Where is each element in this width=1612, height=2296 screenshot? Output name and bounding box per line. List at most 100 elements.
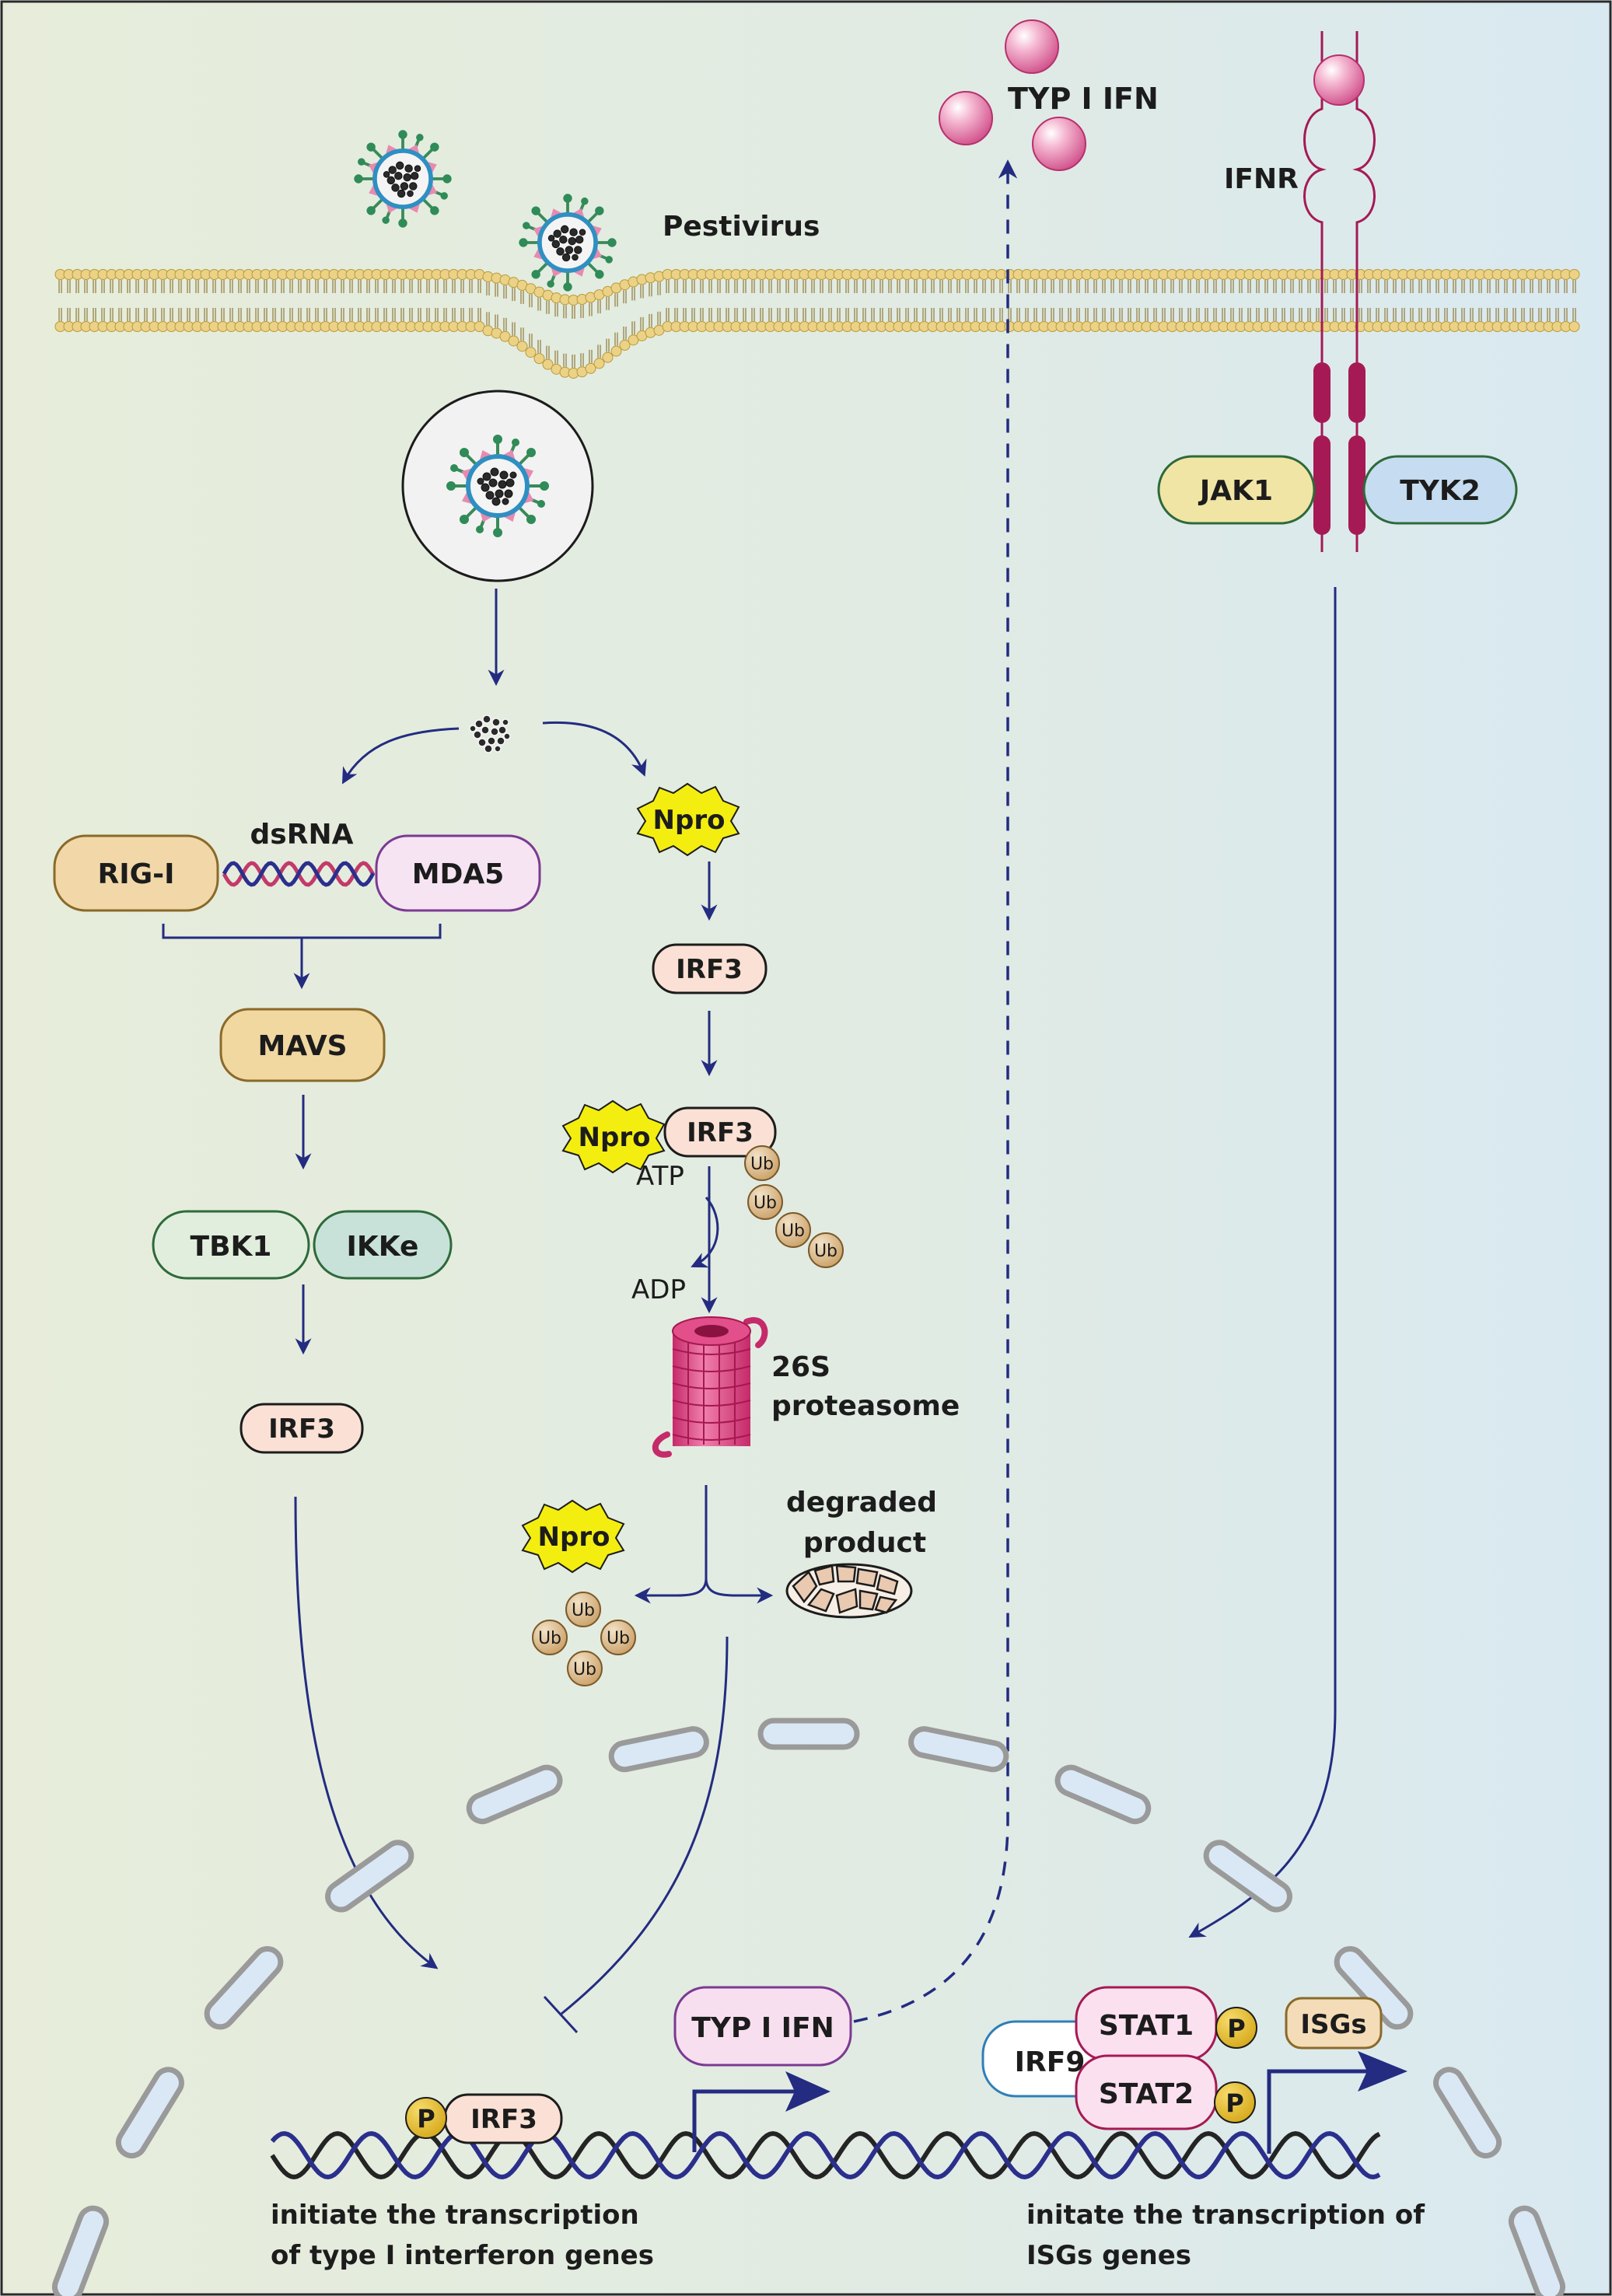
ubiquitin-label: Ub bbox=[750, 1155, 774, 1174]
npro-label-top: Npro bbox=[653, 805, 726, 836]
nuclear-pore bbox=[1054, 1764, 1152, 1825]
nuclear-pore bbox=[115, 2067, 184, 2159]
left-caption-line1: initiate the transcription bbox=[271, 2200, 639, 2231]
ikke-node bbox=[313, 1210, 453, 1280]
pestivirus-particle bbox=[354, 130, 451, 227]
proteasome-label-line2: proteasome bbox=[771, 1390, 960, 1422]
right-caption-line1: initate the transcription of bbox=[1026, 2200, 1425, 2231]
ubiquitin-icon: Ub bbox=[747, 1184, 783, 1220]
proteasome-label-line1: 26S bbox=[771, 1351, 830, 1383]
phosphate-badge bbox=[405, 2097, 447, 2139]
stat1-label: STAT1 bbox=[1099, 2010, 1194, 2042]
ifn-ball bbox=[1005, 19, 1059, 74]
npro-label-complex: Npro bbox=[579, 1122, 651, 1153]
ubiquitin-label: Ub bbox=[782, 1221, 805, 1241]
endosome-virus bbox=[446, 435, 549, 537]
typ-ifn-nuclear-node bbox=[673, 1986, 852, 2067]
right-caption-line2: ISGs genes bbox=[1026, 2240, 1191, 2271]
npro-badge-released: Npro bbox=[521, 1499, 625, 1574]
ubiquitin-icon: Ub bbox=[565, 1592, 601, 1627]
atp-to-adp-curve bbox=[691, 1197, 719, 1268]
inhibition-line bbox=[561, 1636, 729, 2015]
tyk2-node bbox=[1362, 455, 1518, 525]
dsrna-helix-icon bbox=[222, 861, 376, 887]
tbk1-node bbox=[152, 1210, 310, 1280]
npro-badge-top: Npro bbox=[636, 782, 740, 857]
ubiquitin-icon: Ub bbox=[775, 1212, 811, 1248]
nuclear-pore bbox=[466, 1764, 563, 1825]
arrow-rna-to-npro bbox=[542, 721, 647, 777]
stat2-node bbox=[1075, 2054, 1218, 2130]
ifnr-label: IFNR bbox=[1224, 163, 1299, 195]
degraded-product-icon bbox=[785, 1563, 913, 1619]
irf3-node-left bbox=[240, 1403, 364, 1454]
adp-label: ADP bbox=[631, 1274, 686, 1305]
ubiquitin-label: Ub bbox=[814, 1242, 837, 1261]
ifn-ball bbox=[939, 91, 993, 145]
irf3-label-middle: IRF3 bbox=[676, 954, 743, 985]
phosphate-badge-stat1 bbox=[1215, 2007, 1257, 2049]
jak1-label: JAK1 bbox=[1198, 475, 1273, 507]
tbk1-label: TBK1 bbox=[191, 1231, 272, 1263]
ubiquitin-icon: Ub bbox=[532, 1620, 568, 1655]
ubiquitin-icon: Ub bbox=[808, 1232, 844, 1268]
ifn-ball bbox=[1032, 117, 1086, 171]
pestivirus-particle-entering bbox=[519, 194, 616, 291]
phosphate-label-stat1: P bbox=[1227, 2014, 1245, 2043]
jak1-node bbox=[1157, 455, 1316, 525]
irf3-node-middle bbox=[652, 943, 768, 994]
transcription-arrowhead-isgs bbox=[1358, 2051, 1407, 2092]
ikke-label: IKKe bbox=[347, 1231, 419, 1263]
ubiquitin-label: Ub bbox=[538, 1629, 561, 1648]
left-caption-line2: of type I interferon genes bbox=[271, 2240, 654, 2271]
ubiquitin-label: Ub bbox=[607, 1629, 630, 1648]
ubiquitin-icon: Ub bbox=[600, 1620, 636, 1655]
ifnr-receptor bbox=[1303, 31, 1376, 552]
nuclear-pore bbox=[1334, 1945, 1414, 2030]
degraded-label-line2: product bbox=[803, 1527, 926, 1559]
ubiquitin-label: Ub bbox=[754, 1193, 777, 1213]
degraded-label-line1: degraded bbox=[786, 1487, 937, 1518]
npro-label-released: Npro bbox=[538, 1522, 610, 1553]
transcription-arrow-isgs bbox=[1267, 2069, 1369, 2154]
npro-badge-complex: Npro bbox=[561, 1099, 666, 1174]
nuclear-pore bbox=[757, 1718, 860, 1750]
phosphate-label: P bbox=[417, 2104, 435, 2133]
phosphate-badge-stat2 bbox=[1214, 2081, 1256, 2123]
nuclear-pore bbox=[204, 1945, 284, 2030]
proteasome-icon bbox=[652, 1316, 768, 1458]
rig-i-label: RIG-I bbox=[98, 858, 175, 890]
phosphate-label-stat2: P bbox=[1226, 2088, 1243, 2118]
irf3-label-dna: IRF3 bbox=[470, 2104, 537, 2135]
stat2-label: STAT2 bbox=[1099, 2078, 1194, 2110]
nuclear-envelope bbox=[51, 1718, 1566, 2296]
arrow-rna-to-sensors bbox=[341, 727, 460, 785]
nuclear-pore bbox=[908, 1726, 1009, 1773]
arrow-jak-to-stat bbox=[1188, 587, 1337, 1938]
irf9-label: IRF9 bbox=[1015, 2046, 1086, 2078]
ifn-bound-receptor-icon bbox=[1313, 54, 1365, 106]
ubiquitin-icon: Ub bbox=[567, 1651, 603, 1686]
arrow-ifn-secretion bbox=[853, 159, 1018, 2023]
nuclear-pore bbox=[608, 1726, 709, 1773]
mavs-label: MAVS bbox=[257, 1030, 347, 1062]
irf3-node-complex bbox=[663, 1106, 777, 1158]
typ-ifn-top-label: TYP I IFN bbox=[1008, 82, 1159, 116]
ubiquitin-icon: Ub bbox=[744, 1145, 780, 1181]
transcription-arrow-ifn bbox=[692, 2089, 801, 2152]
nuclear-pore bbox=[51, 2205, 110, 2296]
mda5-label: MDA5 bbox=[412, 858, 505, 890]
arrow-irf3-to-dna bbox=[294, 1496, 439, 1969]
transcription-arrowhead-ifn bbox=[785, 2071, 830, 2112]
irf3-label-complex: IRF3 bbox=[687, 1117, 754, 1148]
plasma-membrane bbox=[54, 269, 1580, 379]
ubiquitin-label: Ub bbox=[573, 1660, 596, 1679]
mavs-node bbox=[219, 1008, 386, 1082]
irf3-label-left: IRF3 bbox=[268, 1414, 335, 1445]
isgs-label: ISGs bbox=[1300, 2009, 1366, 2040]
